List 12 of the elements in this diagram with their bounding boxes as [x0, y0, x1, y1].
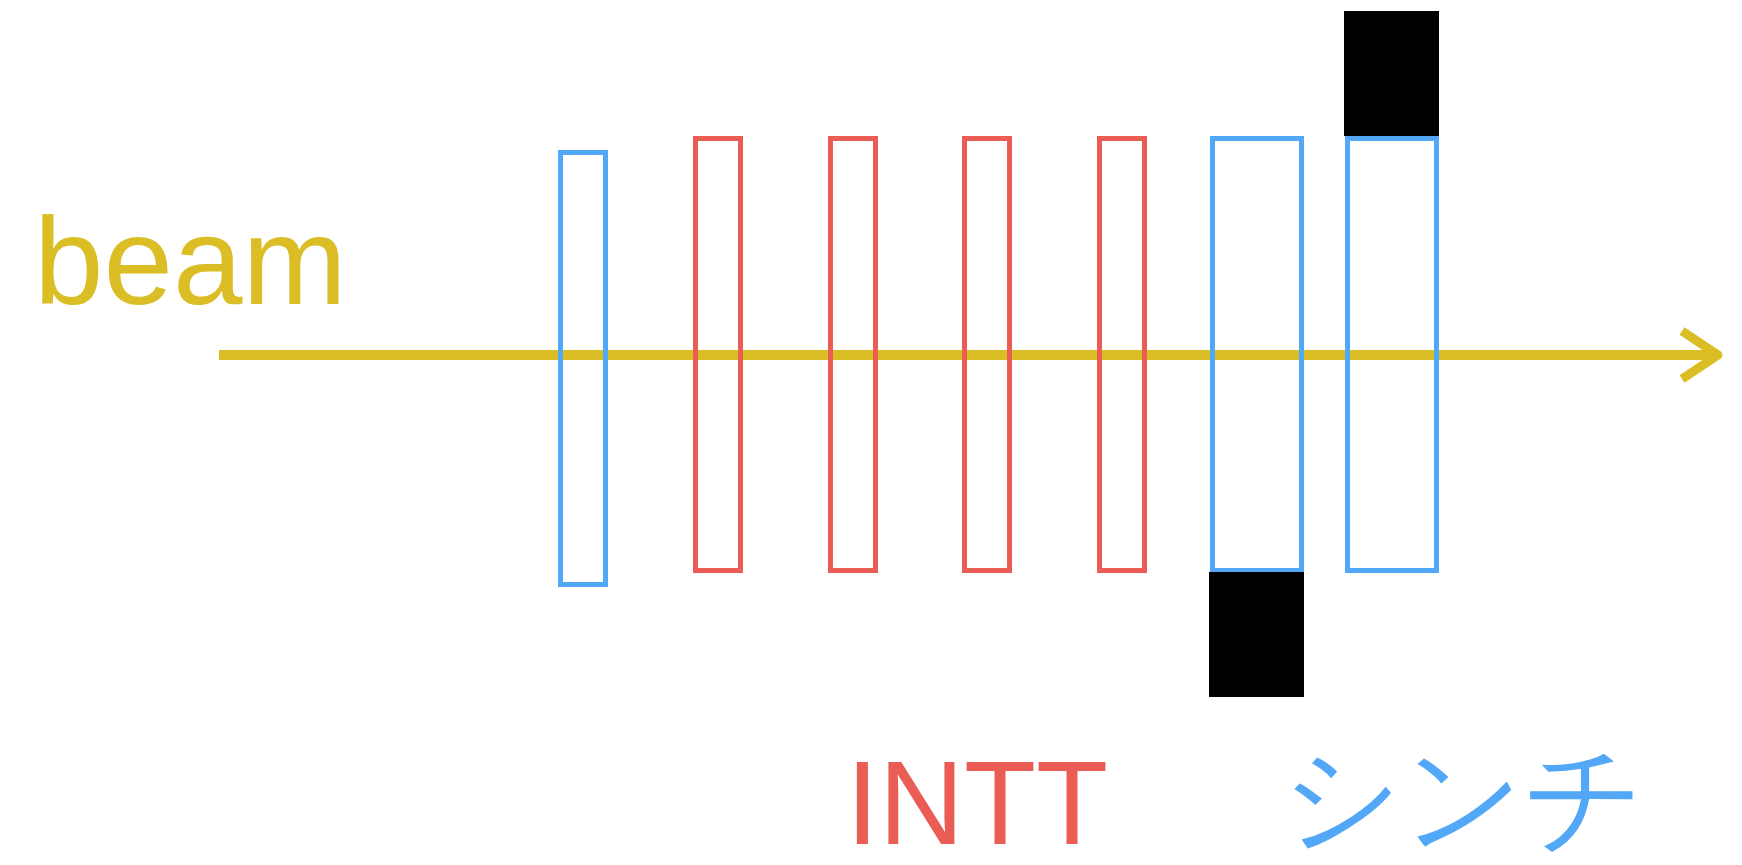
detector-frame	[962, 136, 1012, 573]
support-block	[1344, 11, 1439, 136]
detector-label: シンチ	[1282, 738, 1645, 856]
detector-frame	[828, 136, 878, 573]
detector-frame	[693, 136, 743, 573]
beam-label: beam	[34, 198, 347, 323]
support-block	[1209, 572, 1304, 697]
detector-label: INTT	[846, 744, 1109, 862]
detector-frame	[1345, 136, 1439, 573]
detector-frame	[558, 150, 608, 587]
detector-frame	[1097, 136, 1147, 573]
detector-frame	[1210, 136, 1304, 573]
